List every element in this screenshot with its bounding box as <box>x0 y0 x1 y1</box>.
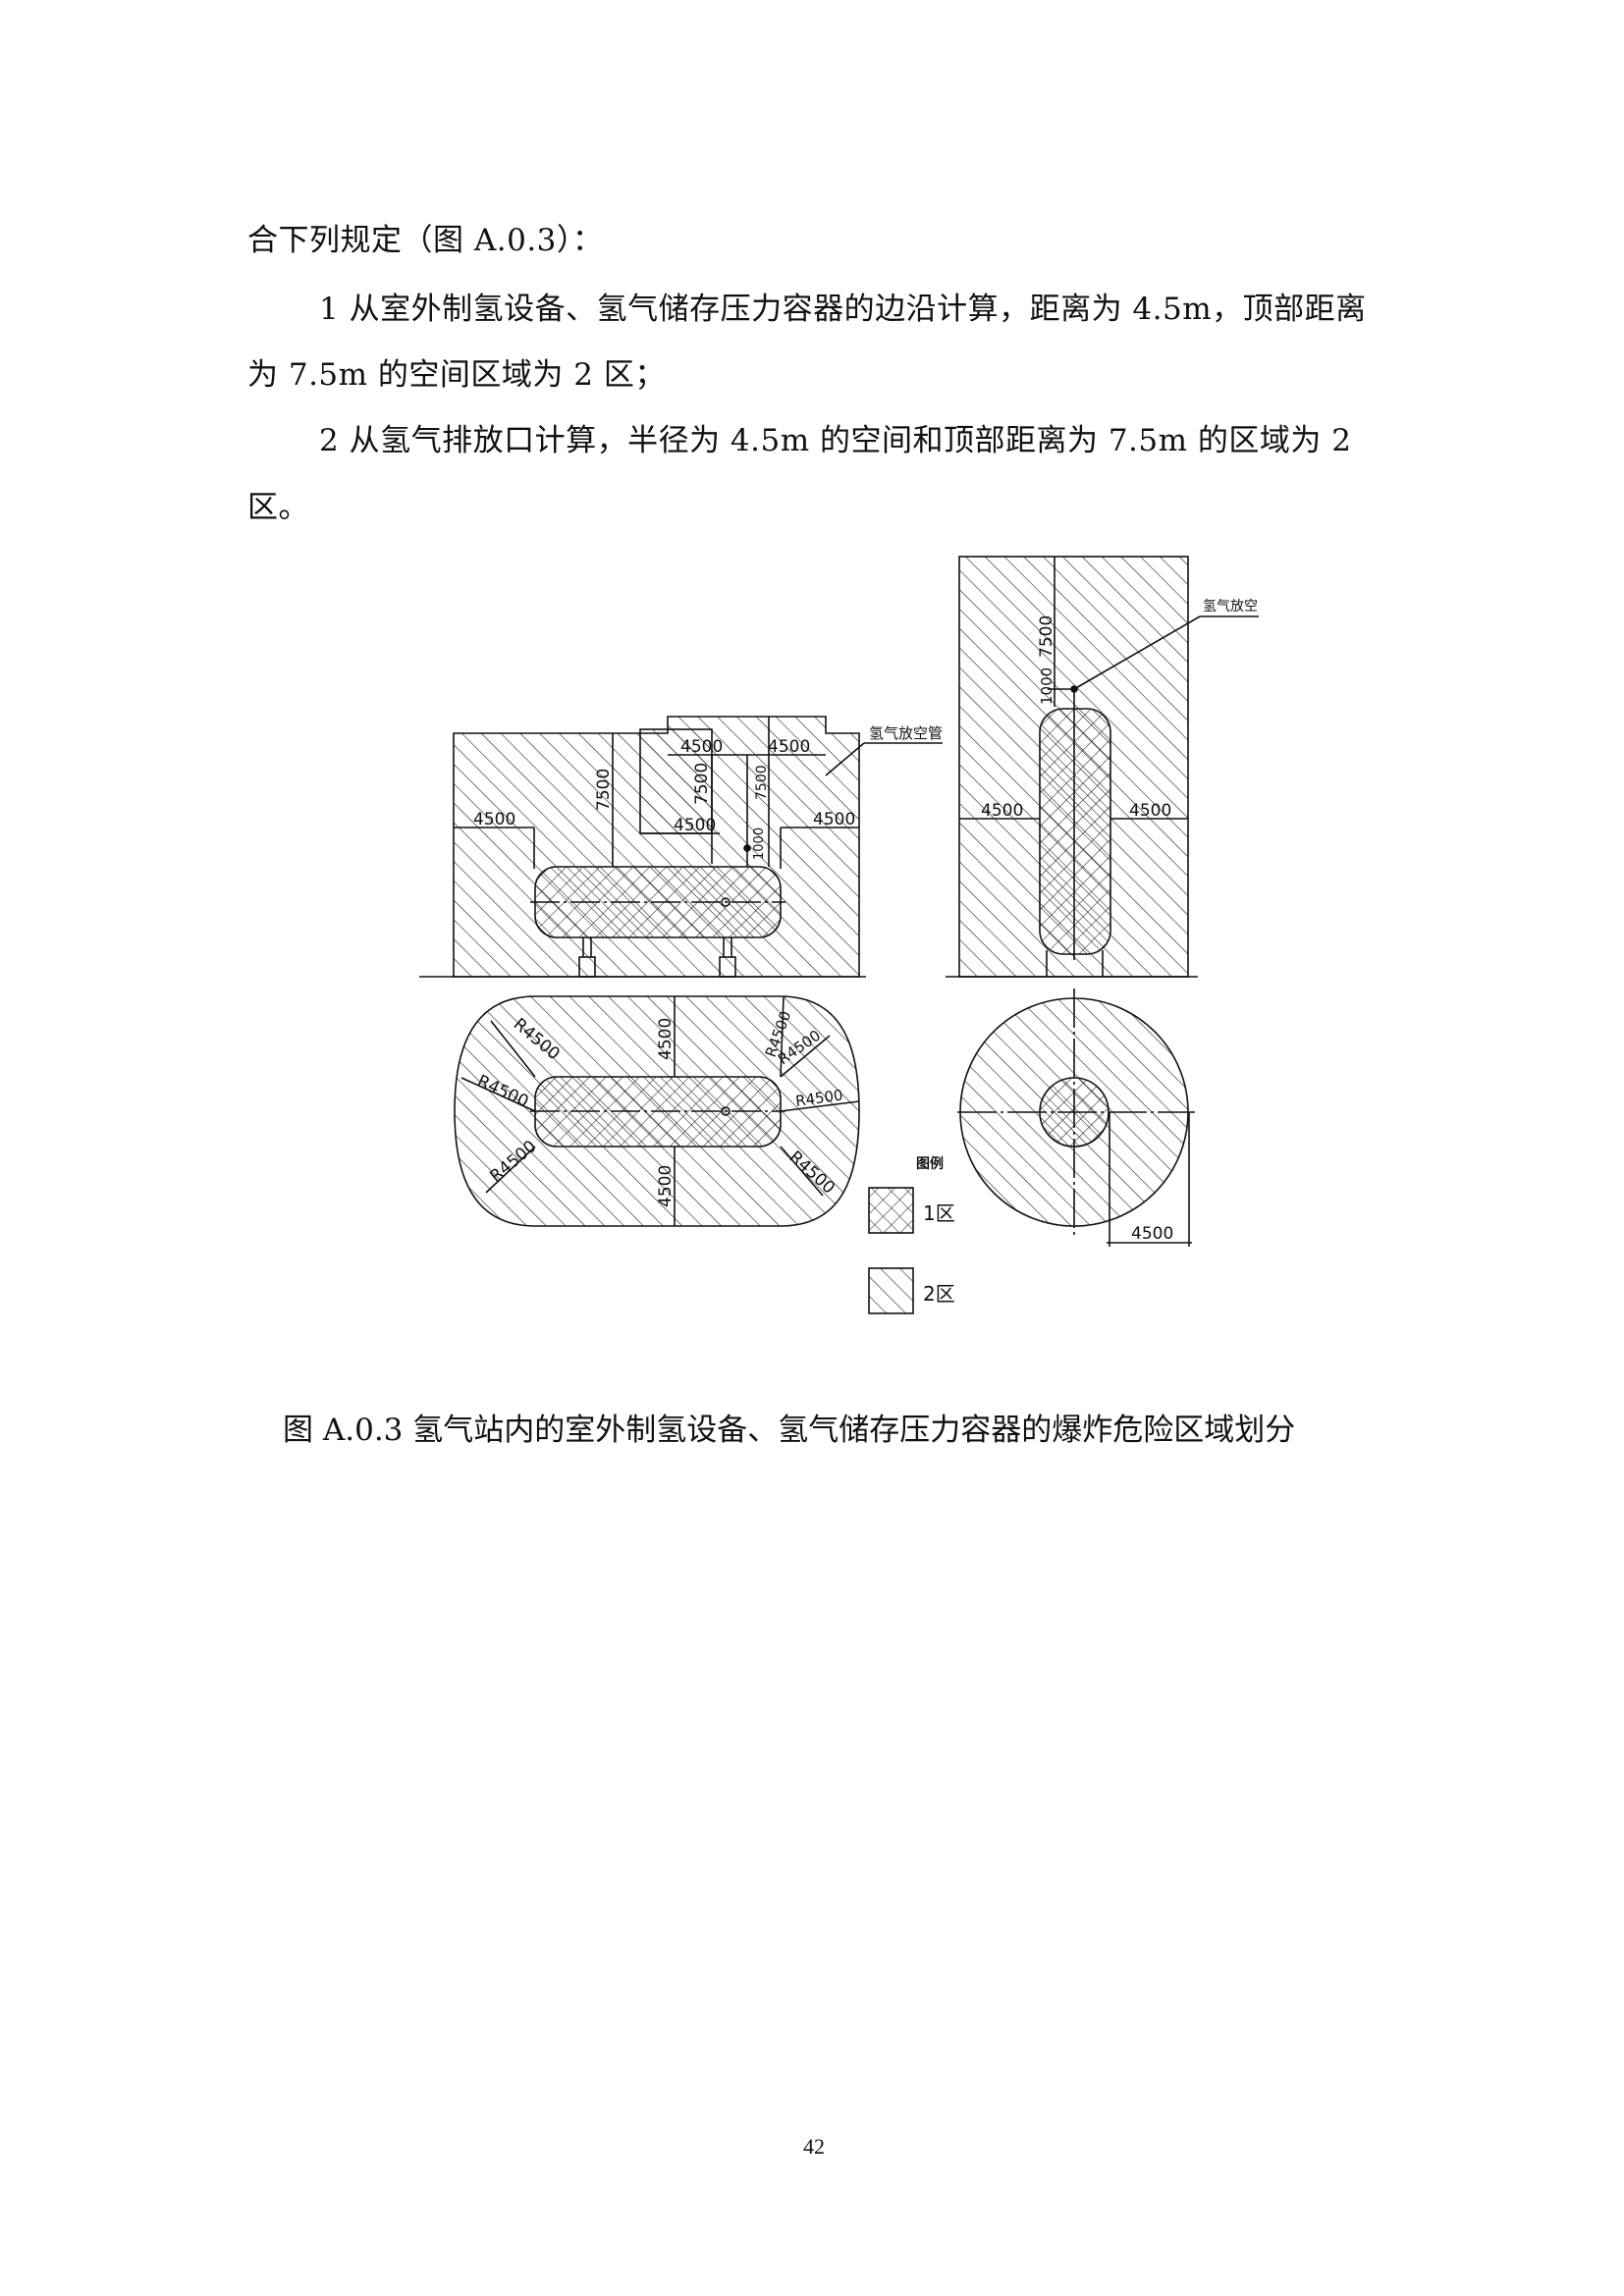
svg-text:7500: 7500 <box>754 765 770 800</box>
paragraph-intro: 合下列规定（图 A.0.3）： <box>247 223 604 258</box>
vent-label: 氢气放空 <box>1203 599 1258 614</box>
circle-dimension-label: 4500 <box>1131 1224 1173 1244</box>
svg-text:4500: 4500 <box>1129 801 1171 821</box>
svg-text:4500: 4500 <box>768 737 810 757</box>
paragraph-item-2-line-2: 区。 <box>247 490 309 525</box>
vent-pipe-label: 氢气放空管 <box>869 724 943 742</box>
legend-zone2-label: 2区 <box>923 1282 955 1306</box>
page-number: 42 <box>803 2134 825 2159</box>
svg-text:4500: 4500 <box>656 1018 676 1060</box>
legend: 图例 1区 2区 <box>868 1155 955 1314</box>
legend-zone1-swatch <box>868 1187 914 1234</box>
paragraph-item-2-line-1: 2 从氢气排放口计算，半径为 4.5m 的空间和顶部距离为 7.5m 的区域为 … <box>319 423 1352 458</box>
horizontal-vessel-plan <box>454 995 860 1227</box>
paragraph-item-1-line-1: 1 从室外制氢设备、氢气储存压力容器的边沿计算，距离为 4.5m，顶部距离 <box>319 292 1367 327</box>
left-elevation-dimension-labels: 4500 4500 4500 4500 4500 7500 7500 7500 … <box>473 724 943 860</box>
paragraph-item-1-line-2: 为 7.5m 的空间区域为 2 区； <box>247 357 666 393</box>
legend-zone2-swatch <box>868 1267 914 1314</box>
horizontal-vessel-elevation <box>419 716 943 978</box>
svg-text:7500: 7500 <box>594 769 614 811</box>
svg-text:4500: 4500 <box>813 810 855 829</box>
legend-zone1-label: 1区 <box>923 1201 955 1225</box>
figure-explosion-zones: 4500 4500 4500 4500 4500 7500 7500 7500 … <box>419 556 1259 1314</box>
legend-title: 图例 <box>916 1155 944 1172</box>
svg-text:4500: 4500 <box>680 737 723 757</box>
svg-text:4500: 4500 <box>674 816 716 835</box>
svg-text:4500: 4500 <box>473 810 515 829</box>
svg-text:1000: 1000 <box>1038 667 1056 705</box>
svg-text:4500: 4500 <box>656 1165 676 1207</box>
vertical-vessel-elevation <box>946 556 1259 978</box>
svg-text:4500: 4500 <box>981 801 1023 821</box>
svg-text:1000: 1000 <box>752 828 767 860</box>
svg-text:7500: 7500 <box>1037 615 1056 658</box>
figure-caption: 图 A.0.3 氢气站内的室外制氢设备、氢气储存压力容器的爆炸危险区域划分 <box>283 1413 1296 1448</box>
svg-text:7500: 7500 <box>692 763 712 805</box>
right-elevation-dimension-labels: 4500 4500 7500 1000 氢气放空 <box>981 599 1258 821</box>
vertical-vessel-plan <box>957 988 1195 1247</box>
